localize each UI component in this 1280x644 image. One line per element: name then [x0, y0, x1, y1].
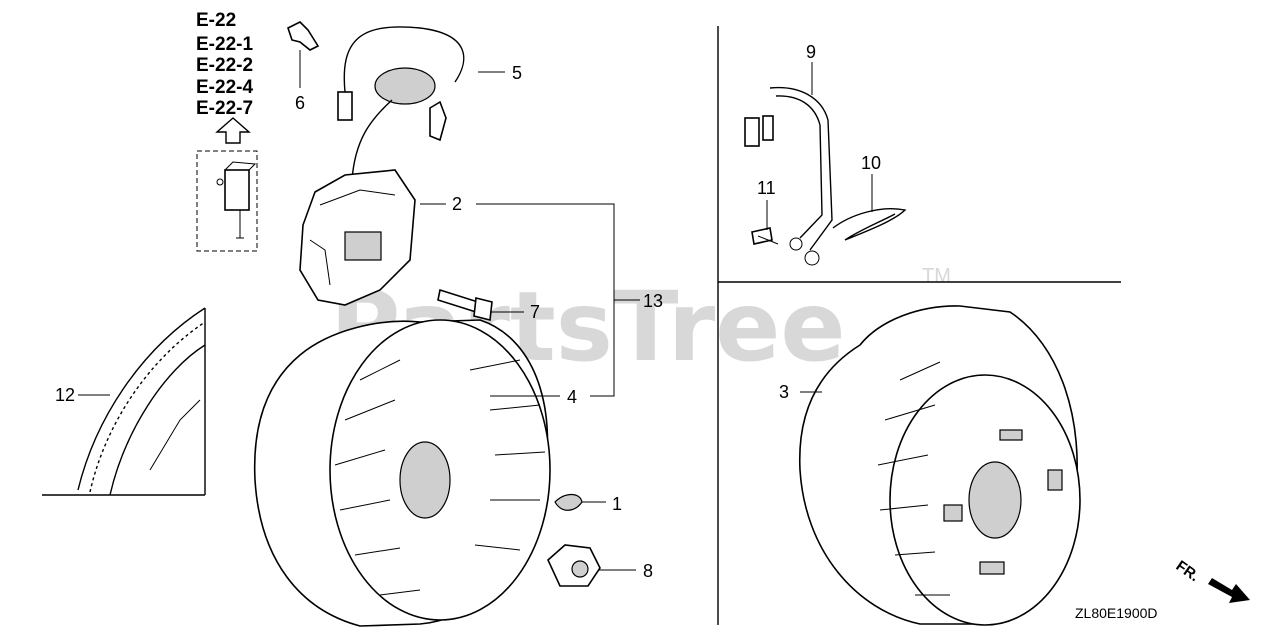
callout-2[interactable]: 2 [452, 194, 462, 214]
front-direction: FR. [1173, 557, 1250, 603]
reference-code[interactable]: E-22-2 [196, 55, 253, 76]
reference-code[interactable]: E-22-4 [196, 77, 253, 98]
diagram-code: ZL80E1900D [1075, 605, 1158, 621]
callout-4[interactable]: 4 [567, 387, 577, 407]
reference-code[interactable]: E-22 [196, 10, 236, 31]
part-ignition-coil-2 [299, 169, 416, 306]
callout-12[interactable]: 12 [55, 385, 75, 405]
leader-lines [78, 60, 873, 571]
up-arrow-icon [215, 117, 251, 144]
part-ring-gear-12 [42, 307, 206, 496]
part-plug-wire-5 [337, 26, 465, 181]
callout-3[interactable]: 3 [779, 382, 789, 402]
part-clip-10 [832, 208, 907, 241]
callout-7[interactable]: 7 [530, 302, 540, 322]
reference-code-list: E-22 E-22-1 E-22-2 E-22-4 E-22-7 [196, 10, 253, 119]
callout-6[interactable]: 6 [295, 93, 305, 113]
front-direction-arrow-icon [1208, 578, 1250, 603]
part-screw-11 [751, 227, 779, 245]
part-clip-6 [287, 21, 320, 70]
watermark-tm: TM [922, 265, 951, 287]
callout-10[interactable]: 10 [861, 153, 881, 173]
callout-1[interactable]: 1 [612, 494, 622, 514]
part-key-1 [554, 493, 583, 511]
reference-code[interactable]: E-22-1 [196, 34, 253, 55]
part-bolt-7 [437, 288, 493, 321]
part-nut-8 [547, 544, 601, 587]
part-flywheel-3 [798, 305, 1081, 626]
ignition-module-small [216, 161, 257, 239]
direction-label: FR. [1173, 557, 1203, 585]
part-harness-9 [744, 86, 833, 266]
callout-9[interactable]: 9 [806, 42, 816, 62]
reference-code[interactable]: E-22-7 [196, 98, 253, 119]
callout-13[interactable]: 13 [643, 291, 663, 311]
callout-8[interactable]: 8 [643, 561, 653, 581]
callout-5[interactable]: 5 [512, 63, 522, 83]
callout-11[interactable]: 11 [757, 178, 776, 198]
part-flywheel-4 [253, 319, 551, 627]
